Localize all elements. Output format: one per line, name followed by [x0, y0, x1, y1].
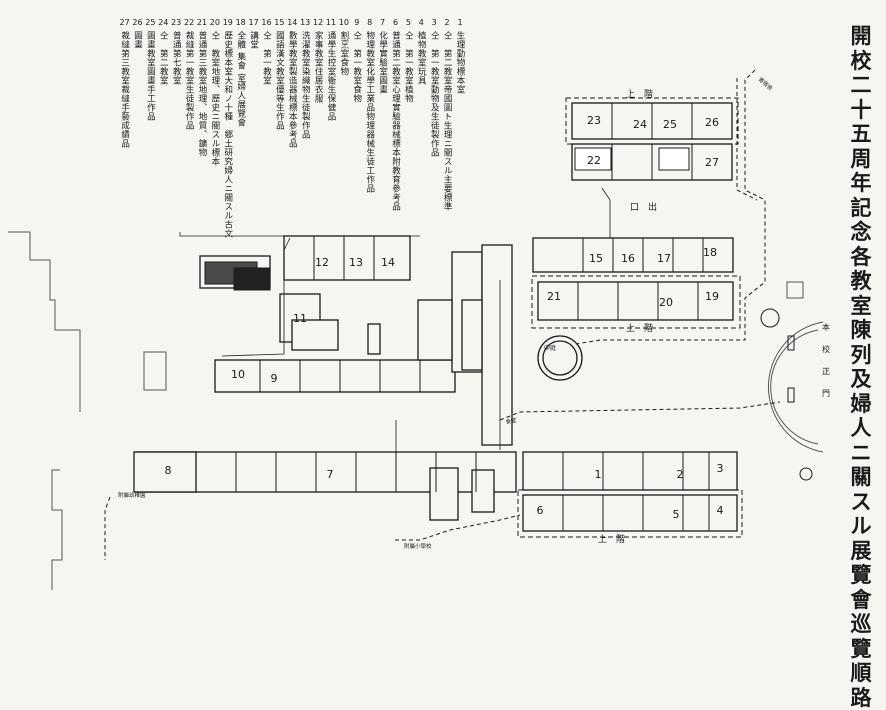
gate-label-vertical: 本校正門	[822, 322, 830, 398]
room-label-25: 25	[663, 118, 677, 131]
room-label-7: 7	[327, 468, 334, 481]
to-kindergarten-label: 附屬幼稚園	[118, 491, 146, 499]
garden-label: 中庭	[544, 344, 556, 352]
room-label-21: 21	[547, 290, 561, 303]
room-label-18: 18	[703, 246, 717, 259]
room-label-8: 8	[165, 464, 172, 477]
room-label-14: 14	[381, 256, 395, 269]
upper-floor-label-3: 上 階	[598, 534, 625, 545]
room-label-16: 16	[621, 252, 635, 265]
room-label-11: 11	[293, 312, 307, 325]
room-label-5: 5	[673, 508, 680, 521]
room-label-24: 24	[633, 118, 647, 131]
title-char: 覽	[851, 637, 872, 662]
room-label-27: 27	[705, 156, 719, 169]
room-label-1: 1	[595, 468, 602, 481]
title-char: 順	[851, 661, 872, 686]
room-label-15: 15	[589, 252, 603, 265]
room-label-6: 6	[537, 504, 544, 517]
entrance-label: 口 出	[630, 201, 657, 213]
room-label-13: 13	[349, 256, 363, 269]
title-char: 巡	[851, 612, 872, 637]
room-label-2: 2	[677, 468, 684, 481]
upper-floor-label-2: 上 階	[626, 323, 653, 334]
room-label-20: 20	[659, 296, 673, 309]
room-label-10: 10	[231, 368, 245, 381]
room-label-19: 19	[705, 290, 719, 303]
room-label-22: 22	[587, 154, 601, 167]
garden	[538, 336, 582, 380]
to-dormitory-label: 寄宿舍	[757, 75, 775, 92]
room-label-12: 12	[315, 256, 329, 269]
room-label-23: 23	[587, 114, 601, 127]
main-gate-label: 本校正門	[822, 322, 830, 398]
room-label-9: 9	[271, 372, 278, 385]
room-label-26: 26	[705, 116, 719, 129]
upper-floor-label-1: 上 階	[626, 89, 653, 100]
title-char: 路	[851, 686, 872, 710]
room-label-3: 3	[717, 462, 724, 475]
room-label-17: 17	[657, 252, 671, 265]
to-elementary-label: 附屬小學校	[404, 542, 432, 550]
room-label-4: 4	[717, 504, 724, 517]
